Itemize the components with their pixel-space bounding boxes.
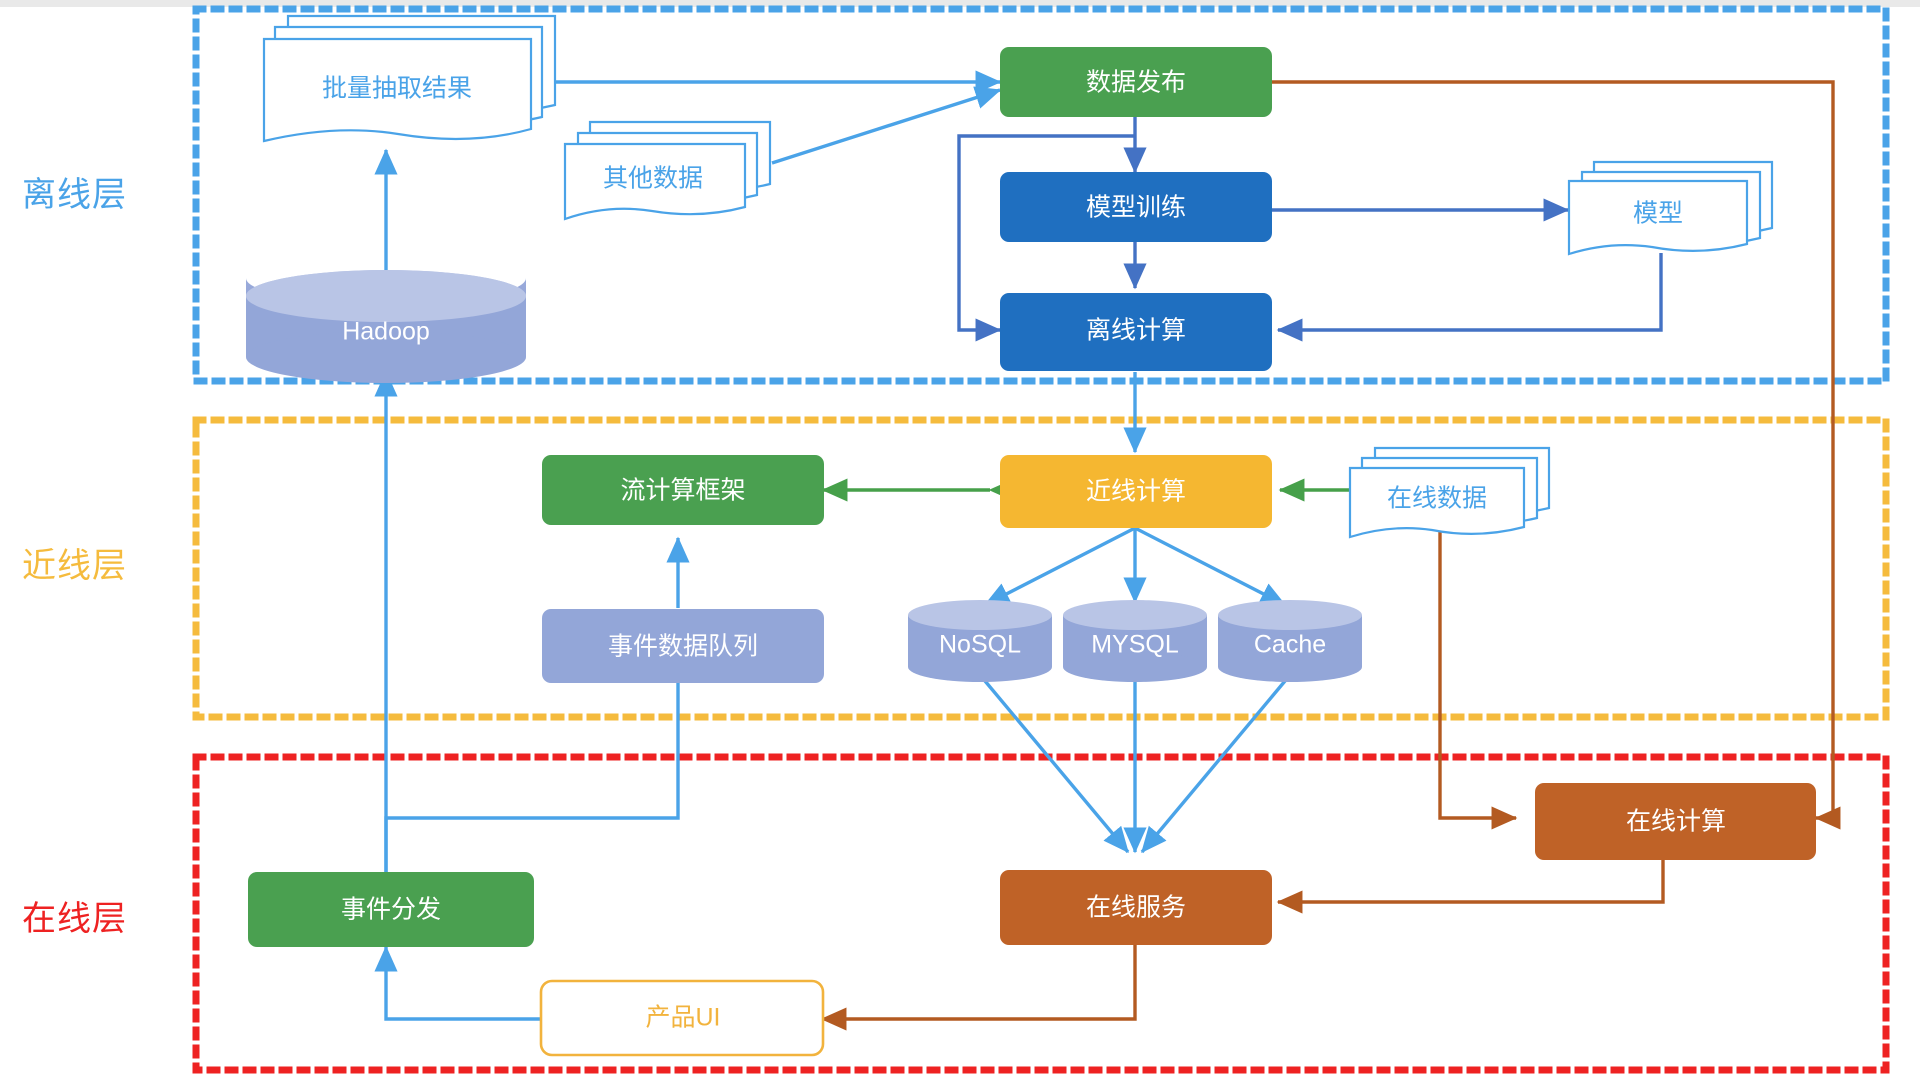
cylinder-bottom — [1063, 652, 1207, 682]
node-box — [1000, 293, 1272, 371]
node-box — [1535, 783, 1816, 860]
edge-dispatch-to-queue — [384, 650, 690, 878]
node-data-publish[interactable]: 数据发布 — [1000, 47, 1272, 117]
layer-label-nearline: 近线层 — [22, 547, 127, 585]
node-box — [1000, 870, 1272, 945]
layer-frame-nearline — [192, 416, 1890, 721]
edge-nosql-to-onlineservice — [978, 673, 1130, 854]
node-label: Cache — [1254, 631, 1326, 659]
node-box — [248, 872, 534, 947]
node-hadoop[interactable]: Hadoop — [246, 270, 526, 383]
node-box — [1000, 172, 1272, 242]
edge-model-to-offlinecompute — [1276, 253, 1663, 342]
node-label: 事件数据队列 — [608, 633, 758, 661]
node-box — [542, 455, 824, 525]
node-label: MYSQL — [1091, 631, 1179, 659]
edge-productui-to-dispatch — [374, 945, 541, 1021]
node-label: Hadoop — [342, 318, 430, 346]
edge-otherdata-to-publish — [771, 86, 1002, 165]
document-stack-front — [1567, 179, 1749, 256]
edge-onlineservice-to-productui — [820, 945, 1137, 1031]
node-product-ui[interactable]: 产品UI — [539, 979, 825, 1057]
document-stack-front — [563, 142, 747, 221]
node-nearline-compute[interactable]: 近线计算 — [1000, 455, 1272, 528]
cylinder-bottom — [908, 652, 1052, 682]
node-model[interactable]: 模型 — [1567, 160, 1774, 256]
node-box — [1000, 455, 1272, 528]
node-label: 在线数据 — [1387, 485, 1487, 513]
top-strip — [0, 0, 1920, 7]
node-label: 数据发布 — [1086, 69, 1186, 97]
node-event-data-queue[interactable]: 事件数据队列 — [542, 609, 824, 683]
node-label: NoSQL — [939, 631, 1021, 659]
node-box — [539, 979, 825, 1057]
edge-cache-to-onlineservice — [1140, 673, 1292, 854]
node-label: 流计算框架 — [620, 477, 745, 505]
node-label: 模型 — [1633, 200, 1683, 228]
edge-onlinecompute-to-onlineservice — [1276, 860, 1665, 914]
node-mysql[interactable]: MYSQL — [1063, 600, 1207, 682]
node-other-data[interactable]: 其他数据 — [563, 120, 772, 221]
document-stack-front — [262, 37, 533, 143]
cylinder-bottom — [1218, 652, 1362, 682]
layer-frame-online — [192, 753, 1890, 1074]
node-offline-compute[interactable]: 离线计算 — [1000, 293, 1272, 371]
node-label: 产品UI — [645, 1004, 720, 1032]
node-label: 其他数据 — [603, 165, 703, 193]
cylinder-top — [908, 600, 1052, 630]
node-cache[interactable]: Cache — [1218, 600, 1362, 682]
node-nosql[interactable]: NoSQL — [908, 600, 1052, 682]
edge-nearline-to-nosql — [983, 526, 1136, 607]
cylinder-top-face — [246, 270, 526, 322]
node-event-dispatch[interactable]: 事件分发 — [248, 872, 534, 947]
node-box — [1000, 47, 1272, 117]
layer-label-offline: 离线层 — [22, 176, 127, 214]
node-label: 事件分发 — [341, 896, 441, 924]
edge-publish-to-offlinecompute — [957, 134, 1135, 342]
edge-nearline-to-cache — [1134, 526, 1287, 607]
cylinder-top — [1063, 600, 1207, 630]
cylinder-top — [1218, 600, 1362, 630]
node-batch-extract-result[interactable]: 批量抽取结果 — [262, 14, 557, 143]
node-label: 在线计算 — [1626, 808, 1726, 836]
node-label: 批量抽取结果 — [322, 75, 472, 103]
node-label: 模型训练 — [1086, 194, 1186, 222]
node-stream-framework[interactable]: 流计算框架 — [542, 455, 824, 525]
node-box — [542, 609, 824, 683]
node-online-service[interactable]: 在线服务 — [1000, 870, 1272, 945]
document-stack-front — [1348, 466, 1526, 539]
layer-label-online: 在线层 — [22, 900, 127, 938]
node-label: 在线服务 — [1086, 894, 1186, 922]
cylinder-bottom — [246, 331, 526, 383]
edge-onlinedata-to-onlinecompute — [1438, 530, 1518, 830]
node-label: 离线计算 — [1086, 317, 1186, 345]
layer-frame-offline — [192, 5, 1890, 385]
node-online-data[interactable]: 在线数据 — [1348, 446, 1551, 539]
node-model-training[interactable]: 模型训练 — [1000, 172, 1272, 242]
node-online-compute[interactable]: 在线计算 — [1535, 783, 1816, 860]
edge-publish-to-onlinecompute — [1272, 80, 1841, 830]
node-label: 近线计算 — [1086, 478, 1186, 506]
